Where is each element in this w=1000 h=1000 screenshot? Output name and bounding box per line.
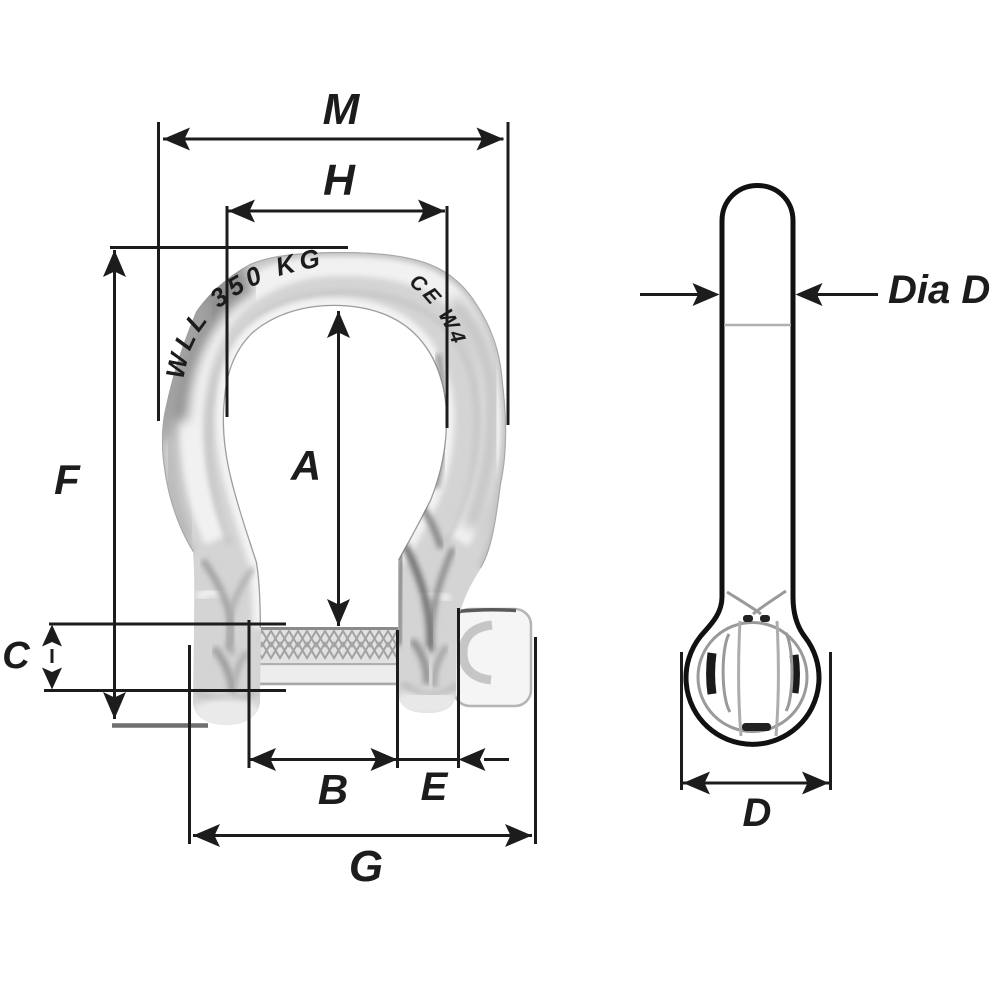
svg-text:D: D — [743, 791, 772, 835]
svg-text:B: B — [318, 766, 348, 813]
svg-text:C: C — [2, 635, 30, 677]
svg-text:H: H — [323, 156, 356, 205]
svg-text:M: M — [323, 85, 361, 134]
svg-text:G: G — [349, 842, 383, 891]
svg-text:F: F — [54, 456, 81, 503]
svg-text:E: E — [421, 765, 449, 809]
svg-text:Dia D: Dia D — [888, 268, 990, 312]
svg-text:A: A — [290, 442, 321, 489]
